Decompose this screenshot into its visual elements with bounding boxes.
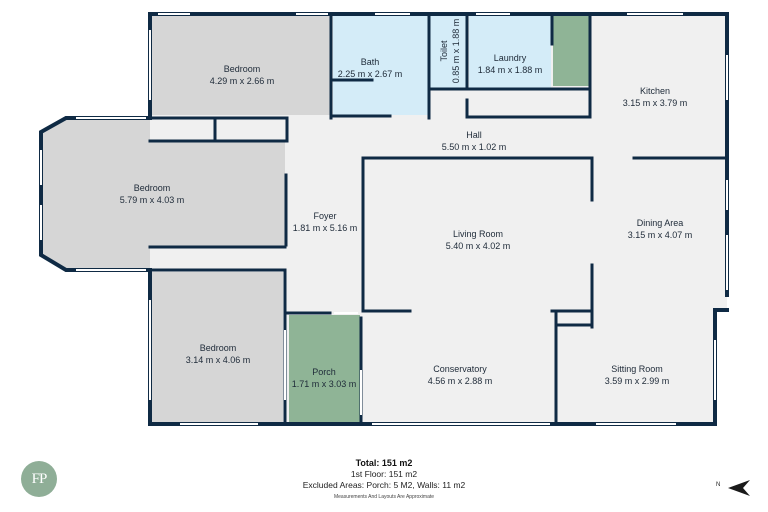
area-summary: Total: 151 m2 1st Floor: 151 m2 Excluded… xyxy=(0,458,768,502)
room-name: Conservatory xyxy=(433,364,487,374)
room-label-sitting-room: Sitting Room 3.59 m x 2.99 m xyxy=(605,363,670,387)
excluded-areas: Excluded Areas: Porch: 5 M2, Walls: 11 m… xyxy=(302,480,466,490)
bath-fill xyxy=(333,16,428,115)
room-fills xyxy=(41,14,729,426)
laundry-green-fill xyxy=(553,14,589,86)
room-name: Bath xyxy=(360,57,380,67)
room-dims: 3.59 m x 2.99 m xyxy=(604,376,670,386)
room-label-toilet: Toilet 0.85 m x 1.88 m xyxy=(438,19,462,84)
room-label-conservatory: Conservatory 4.56 m x 2.88 m xyxy=(428,363,493,387)
room-dims: 1.84 m x 1.88 m xyxy=(477,65,543,75)
room-label-kitchen: Kitchen 3.15 m x 3.79 m xyxy=(623,85,688,109)
room-name: Living Room xyxy=(452,229,504,239)
toilet-fill xyxy=(430,16,467,88)
wall-closets xyxy=(213,116,289,143)
room-name: Laundry xyxy=(493,53,527,63)
bedroom-1-fill xyxy=(152,16,330,115)
total-area: Total: 151 m2 xyxy=(355,458,413,468)
room-dims: 5.50 m x 1.02 m xyxy=(441,142,507,152)
room-dims: 1.81 m x 5.16 m xyxy=(292,223,358,233)
room-dims: 4.56 m x 2.88 m xyxy=(427,376,493,386)
disclaimer: Measurements And Layouts Are Approximate xyxy=(333,494,435,500)
room-name: Kitchen xyxy=(639,86,671,96)
room-name: Bedroom xyxy=(133,183,171,193)
room-name: Bedroom xyxy=(199,343,237,353)
room-name: Hall xyxy=(466,130,482,140)
room-name: Toilet xyxy=(439,40,449,62)
bedroom-2-fill xyxy=(41,118,285,270)
room-dims: 1.71 m x 3.03 m xyxy=(291,379,357,389)
wall-laundry-green xyxy=(550,12,592,119)
white-outside xyxy=(715,310,729,426)
window xyxy=(180,340,716,425)
room-label-laundry: Laundry 1.84 m x 1.88 m xyxy=(478,52,543,76)
bedroom-3-fill xyxy=(152,272,283,423)
north-arrow-icon xyxy=(728,480,750,496)
room-label-hall: Hall 5.50 m x 1.02 m xyxy=(442,129,507,153)
room-name: Foyer xyxy=(313,211,337,221)
room-name: Sitting Room xyxy=(611,364,663,374)
window xyxy=(149,30,362,415)
room-dims: 0.85 m x 1.88 m xyxy=(451,18,461,84)
room-label-bath: Bath 2.25 m x 2.67 m xyxy=(338,56,403,80)
room-name: Dining Area xyxy=(636,218,684,228)
room-name: Porch xyxy=(312,367,336,377)
room-label-foyer: Foyer 1.81 m x 5.16 m xyxy=(293,210,358,234)
room-dims: 3.15 m x 4.07 m xyxy=(627,230,693,240)
room-dims: 5.79 m x 4.03 m xyxy=(119,195,185,205)
logo-badge: FP xyxy=(21,461,57,497)
room-label-porch: Porch 1.71 m x 3.03 m xyxy=(292,366,357,390)
room-dims: 5.40 m x 4.02 m xyxy=(445,241,511,251)
room-dims: 2.25 m x 2.67 m xyxy=(337,69,403,79)
room-label-bedroom-3: Bedroom 3.14 m x 4.06 m xyxy=(186,342,251,366)
room-dims: 3.15 m x 3.79 m xyxy=(622,98,688,108)
north-label: N xyxy=(716,482,721,488)
room-label-living-room: Living Room 5.40 m x 4.02 m xyxy=(446,228,511,252)
window xyxy=(40,117,146,271)
floor-area: 1st Floor: 151 m2 xyxy=(350,469,418,479)
room-label-dining-area: Dining Area 3.15 m x 4.07 m xyxy=(628,217,693,241)
room-dims: 3.14 m x 4.06 m xyxy=(185,355,251,365)
room-label-bedroom-2: Bedroom 5.79 m x 4.03 m xyxy=(120,182,185,206)
porch-fill xyxy=(289,315,360,424)
room-label-bedroom-1: Bedroom 4.29 m x 2.66 m xyxy=(210,63,275,87)
north-arrow: N xyxy=(716,478,754,498)
room-name: Bedroom xyxy=(223,64,261,74)
laundry-fill xyxy=(469,16,551,88)
logo-text: FP xyxy=(31,471,48,487)
room-dims: 4.29 m x 2.66 m xyxy=(209,76,275,86)
windows xyxy=(40,13,728,425)
